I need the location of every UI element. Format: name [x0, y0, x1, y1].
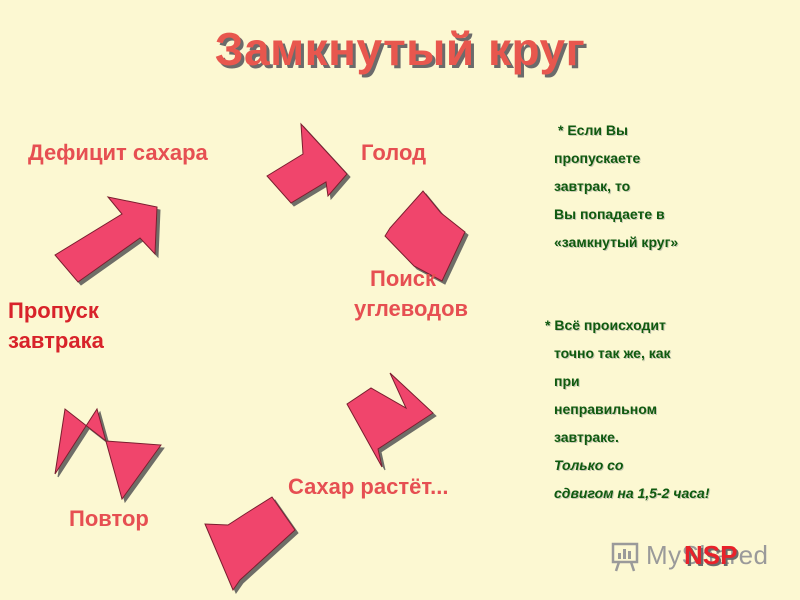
note1-line: * Если Вы: [558, 122, 628, 138]
note2-line: неправильном: [554, 401, 657, 417]
note2-italic-line: сдвигом на 1,5-2 часа!: [554, 485, 710, 501]
page-title: Замкнутый круг: [214, 23, 586, 75]
arrow-deficit-to-hunger: [266, 122, 348, 204]
note-wrong-breakfast: * Всё происходит точно так же, как при н…: [545, 311, 709, 507]
presentation-board-icon: [611, 542, 639, 572]
note2-line: при: [554, 373, 580, 389]
label-repeat: Повтор: [69, 506, 149, 531]
label-carb-search-line1: Поиск: [370, 266, 437, 291]
note2-italic-line: Только со: [554, 457, 624, 473]
label-sugar-deficit: Дефицит сахара: [28, 140, 208, 165]
note1-line: пропускаете: [554, 150, 641, 166]
label-skip-line1: Пропуск: [8, 298, 99, 323]
note2-line: точно так же, как: [554, 345, 671, 361]
watermark-text: MyShared: [646, 540, 769, 570]
label-sugar-rises: Сахар растёт...: [288, 474, 449, 499]
arrow-hunger-to-search: [384, 190, 466, 282]
nsp-logo: NSP: [684, 540, 738, 570]
watermark: MyShared: [606, 536, 776, 578]
label-hunger: Голод: [361, 140, 427, 165]
note1-line: завтрак, то: [554, 178, 631, 194]
arrow-sugar-to-repeat: [204, 496, 296, 592]
label-skip-breakfast: Пропуск завтрака: [8, 296, 138, 356]
note2-line: * Всё происходит: [545, 317, 666, 333]
label-carb-search-line2: углеводов: [354, 296, 469, 321]
note2-line: завтраке.: [554, 429, 619, 445]
arrow-search-to-sugar: [346, 372, 434, 468]
note1-line: «замкнутый круг»: [554, 234, 679, 250]
arrow-repeat-to-skip: [54, 407, 162, 501]
label-skip-line2: завтрака: [8, 328, 104, 353]
note-skip-breakfast: * Если Вы пропускаете завтрак, то Вы поп…: [554, 116, 678, 256]
note1-line: Вы попадаете в: [554, 206, 665, 222]
arrow-skip-to-deficit: [54, 196, 158, 283]
label-carb-search: Поиск углеводов: [354, 264, 504, 324]
